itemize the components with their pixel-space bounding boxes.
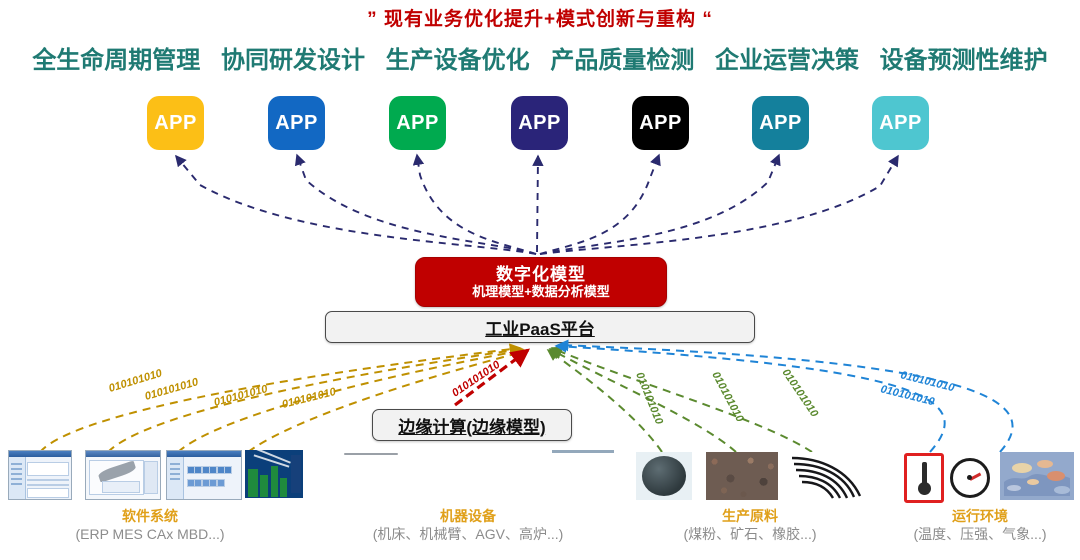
stream-path-material-2 bbox=[548, 348, 737, 453]
caption-environment-subtitle: (温度、压强、气象...) bbox=[913, 526, 1047, 542]
stream-path-environment-2 bbox=[556, 339, 1014, 453]
digital-model-title: 数字化模型 bbox=[496, 264, 586, 284]
app-box-3[interactable]: APP bbox=[389, 96, 446, 150]
weather-map-image[interactable] bbox=[1000, 452, 1074, 500]
caption-environment-title: 运行环境 bbox=[952, 508, 1008, 524]
stream-path-material-3 bbox=[550, 346, 813, 453]
edge-computing-box[interactable]: 边缘计算(边缘模型) bbox=[372, 409, 572, 441]
software-thumbnail-pcb[interactable] bbox=[245, 450, 303, 498]
binary-label-software-3: 010101010 bbox=[213, 383, 270, 409]
caption-software-subtitle: (ERP MES CAx MBD...) bbox=[75, 526, 225, 542]
machine-photo-blast-furnace[interactable] bbox=[548, 450, 620, 500]
binary-label-material-2: 010101010 bbox=[709, 370, 746, 425]
caption-machines-subtitle: (机床、机械臂、AGV、高炉...) bbox=[372, 526, 564, 542]
caption-materials-subtitle: (煤粉、矿石、橡胶...) bbox=[683, 526, 817, 542]
app-box-7[interactable]: APP bbox=[872, 96, 929, 150]
app-box-4[interactable]: APP bbox=[511, 96, 568, 150]
software-thumbnail-cad[interactable] bbox=[85, 450, 161, 500]
machine-photo-agv[interactable] bbox=[470, 453, 542, 499]
capability-predictive-maintenance: 设备预测性维护 bbox=[879, 47, 1048, 74]
binary-label-environment-1: 010101010 bbox=[899, 369, 956, 394]
caption-environment: 运行环境 (温度、压强、气象...) bbox=[880, 508, 1080, 543]
edge-computing-label: 边缘计算(边缘模型) bbox=[398, 417, 546, 437]
capability-lifecycle: 全生命周期管理 bbox=[32, 47, 201, 74]
digital-model-subtitle: 机理模型+数据分析模型 bbox=[472, 283, 610, 299]
binary-label-software-1: 010101010 bbox=[107, 367, 164, 395]
software-thumbnail-mes[interactable] bbox=[166, 450, 242, 500]
capability-quality-inspection: 产品质量检测 bbox=[550, 47, 695, 74]
digital-model-box[interactable]: 数字化模型 机理模型+数据分析模型 bbox=[415, 257, 667, 307]
binary-label-environment-2: 010101010 bbox=[879, 383, 936, 408]
software-thumbnail-erp[interactable] bbox=[8, 450, 72, 500]
binary-label-software-2: 010101010 bbox=[144, 376, 201, 403]
binary-label-software-4: 010101010 bbox=[281, 386, 338, 411]
industrial-paas-box[interactable]: 工业PaaS平台 bbox=[325, 311, 755, 343]
caption-machines-title: 机器设备 bbox=[440, 508, 496, 524]
binary-label-edge: 010101010 bbox=[450, 358, 503, 399]
machine-photo-robot-arm[interactable] bbox=[418, 453, 464, 499]
stream-path-environment-1 bbox=[554, 340, 946, 453]
caption-software: 软件系统 (ERP MES CAx MBD...) bbox=[0, 508, 300, 543]
stream-path-edge bbox=[454, 348, 531, 407]
binary-label-material-1: 010101010 bbox=[633, 371, 665, 427]
material-photo-rubber-strips[interactable] bbox=[790, 452, 862, 500]
caption-machines: 机器设备 (机床、机械臂、AGV、高炉...) bbox=[318, 508, 618, 543]
caption-materials: 生产原料 (煤粉、矿石、橡胶...) bbox=[620, 508, 880, 543]
industrial-paas-label: 工业PaaS平台 bbox=[485, 319, 595, 339]
capability-operations-decision: 企业运营决策 bbox=[715, 47, 859, 74]
page-title: ” 现有业务优化提升+模式创新与重构 “ bbox=[367, 9, 713, 30]
capability-equipment-optimization: 生产设备优化 bbox=[385, 47, 530, 74]
material-photo-coal-powder[interactable] bbox=[636, 452, 692, 500]
capability-heading-row: 全生命周期管理 协同研发设计 生产设备优化 产品质量检测 企业运营决策 设备预测… bbox=[0, 40, 1080, 75]
machine-photo-cnc[interactable] bbox=[340, 453, 412, 499]
caption-software-title: 软件系统 bbox=[122, 508, 178, 524]
caption-materials-title: 生产原料 bbox=[722, 508, 778, 524]
app-box-5[interactable]: APP bbox=[632, 96, 689, 150]
material-photo-iron-ore[interactable] bbox=[706, 452, 778, 500]
capability-codesign: 协同研发设计 bbox=[220, 47, 365, 74]
pressure-gauge-icon[interactable] bbox=[950, 458, 990, 498]
app-box-2[interactable]: APP bbox=[268, 96, 325, 150]
binary-label-material-3: 010101010 bbox=[780, 367, 821, 420]
thermometer-icon[interactable] bbox=[904, 453, 944, 503]
app-box-1[interactable]: APP bbox=[147, 96, 204, 150]
app-box-6[interactable]: APP bbox=[752, 96, 809, 150]
